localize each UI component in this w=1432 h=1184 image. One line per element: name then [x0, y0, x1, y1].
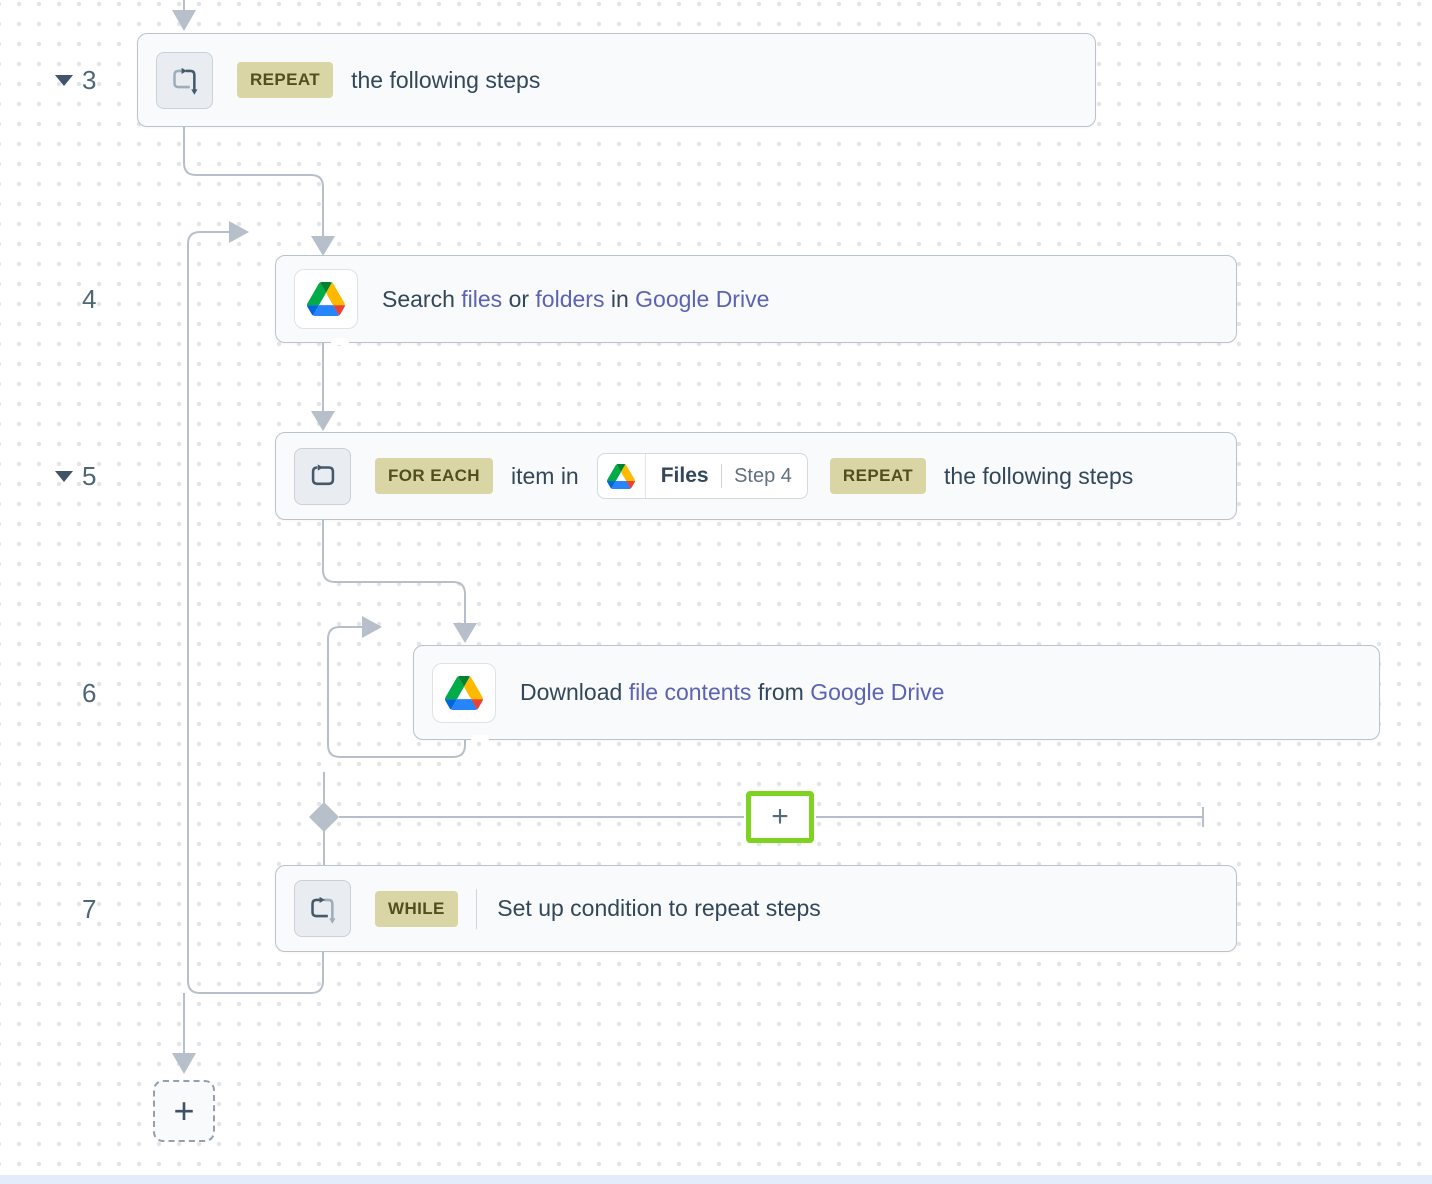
- chip-label: Files: [660, 464, 709, 487]
- connector-step3-step4: [183, 127, 335, 256]
- step4-link-folders[interactable]: folders: [535, 285, 605, 312]
- while-loop-icon-button[interactable]: [294, 880, 351, 937]
- collapse-toggle-step5[interactable]: [55, 470, 73, 482]
- step6-text-plain2: from: [751, 679, 811, 705]
- connector-outer-loopback: [187, 221, 324, 994]
- connection-notch-step4: [331, 338, 349, 345]
- step4-link-google-drive[interactable]: Google Drive: [635, 285, 770, 312]
- google-drive-icon-tile: [432, 662, 496, 723]
- google-drive-icon: [445, 675, 483, 710]
- plus-icon: +: [771, 800, 789, 833]
- step5-text-mid: item in: [510, 462, 579, 489]
- step7-text: Set up condition to repeat steps: [497, 895, 821, 921]
- google-drive-icon: [307, 282, 345, 316]
- step6-link-google-drive[interactable]: Google Drive: [810, 679, 945, 705]
- connector-step4-step5: [311, 343, 335, 431]
- gutter-step4: 4: [82, 283, 96, 315]
- files-step4-chip[interactable]: Files Step 4: [596, 453, 808, 499]
- collapse-toggle-step3[interactable]: [55, 74, 73, 86]
- gutter-step3: 3: [55, 64, 96, 96]
- foreach-badge: FOR EACH: [375, 458, 493, 494]
- repeat-exit-icon: [172, 67, 197, 95]
- connector-step5-step6: [322, 520, 477, 643]
- step-card-5-foreach[interactable]: FOR EACH item in Files Step 4 REPEAT the…: [275, 432, 1237, 520]
- while-divider: [475, 888, 478, 929]
- step6-text: Download file contents from Google Drive: [520, 679, 944, 706]
- step4-text-plain2: or: [502, 285, 536, 312]
- bottom-panel-edge: [0, 1175, 1432, 1184]
- step6-text-plain1: Download: [520, 679, 629, 705]
- step-card-4-search-drive[interactable]: Search files or folders in Google Drive: [275, 255, 1237, 343]
- step4-text-plain3: in: [604, 285, 636, 312]
- step4-link-files[interactable]: files: [461, 285, 503, 312]
- junction-diamond: [309, 802, 339, 832]
- chip-divider: [720, 464, 723, 488]
- repeat-icon: [311, 464, 334, 486]
- chip-step-ref: Step 4: [734, 464, 792, 487]
- plus-icon: +: [173, 1090, 195, 1131]
- step-number-4: 4: [82, 284, 97, 314]
- step-number-6: 6: [82, 678, 97, 708]
- step5-text-tail: the following steps: [944, 462, 1134, 489]
- gutter-step7: 7: [82, 893, 96, 925]
- repeat-exit-icon: [310, 896, 335, 924]
- google-drive-icon: [607, 463, 636, 489]
- step-card-6-download-drive[interactable]: Download file contents from Google Drive: [413, 645, 1380, 740]
- repeat-loop-icon-button[interactable]: [156, 51, 213, 109]
- step3-text: the following steps: [351, 66, 541, 93]
- repeat-badge: REPEAT: [829, 458, 927, 494]
- step-card-7-while[interactable]: WHILE Set up condition to repeat steps: [275, 865, 1237, 952]
- chip-drive-icon-section: [598, 454, 646, 498]
- while-badge: WHILE: [375, 890, 458, 927]
- step-number-3: 3: [82, 65, 97, 95]
- foreach-loop-icon-button[interactable]: [294, 447, 351, 505]
- connector-insert-line: [339, 807, 1204, 827]
- step6-link-file-contents[interactable]: file contents: [628, 679, 752, 705]
- repeat-badge: REPEAT: [237, 62, 334, 98]
- google-drive-icon-tile: [294, 269, 358, 329]
- step-number-7: 7: [82, 894, 97, 924]
- step-card-3-repeat[interactable]: REPEAT the following steps: [137, 33, 1096, 127]
- step-number-5: 5: [82, 461, 97, 491]
- step4-text: Search files or folders in Google Drive: [382, 286, 769, 313]
- add-step-button[interactable]: +: [153, 1080, 215, 1142]
- gutter-step5: 5: [55, 460, 96, 492]
- step4-text-plain1: Search: [382, 285, 462, 312]
- connection-notch-step6: [471, 735, 489, 742]
- connector-entry-step3: [172, 0, 196, 31]
- connector-to-add-step: [172, 993, 196, 1074]
- connector-inner-loopback: [327, 616, 466, 758]
- insert-step-button[interactable]: +: [746, 791, 814, 843]
- connector-junction-step7: [309, 772, 339, 865]
- gutter-step6: 6: [82, 677, 96, 709]
